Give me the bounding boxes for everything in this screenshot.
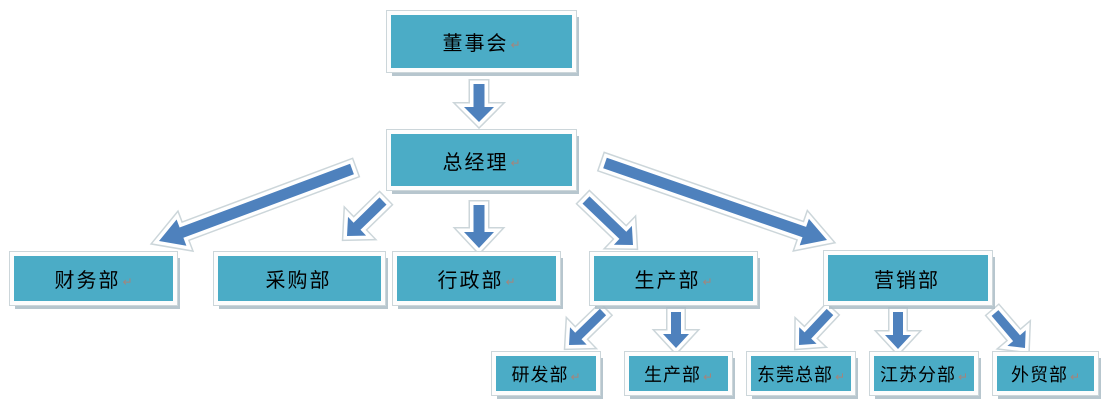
org-node-general-manager[interactable]: 总经理↵ xyxy=(387,130,576,190)
org-node-label: 采购部 xyxy=(265,270,332,292)
org-node-jiangsu-branch[interactable]: 江苏分部↵ xyxy=(870,352,978,395)
org-node-dongguan-hq[interactable]: 东莞总部↵ xyxy=(747,352,855,395)
org-node-production-dept[interactable]: 生产部↵ xyxy=(590,252,757,305)
org-node-board[interactable]: 董事会↵ xyxy=(387,11,576,72)
org-node-label: 生产部 xyxy=(634,270,701,292)
arrow-marketing-to-dongguan[interactable] xyxy=(793,301,841,351)
arrow-production-to-rnd[interactable] xyxy=(563,301,614,351)
org-node-purchasing-dept[interactable]: 采购部 xyxy=(214,252,385,305)
org-node-label: 生产部 xyxy=(643,364,701,385)
arrow-gm-to-purchasing[interactable] xyxy=(341,190,394,242)
paragraph-mark-icon: ↵ xyxy=(505,274,516,289)
paragraph-mark-icon: ↵ xyxy=(122,274,133,289)
arrow-marketing-to-jiangsu[interactable] xyxy=(873,307,923,357)
paragraph-mark-icon: ↵ xyxy=(957,369,969,384)
org-node-label: 营销部 xyxy=(874,269,940,292)
paragraph-mark-icon: ↵ xyxy=(570,369,581,384)
org-node-label: 行政部 xyxy=(437,270,504,292)
arrow-marketing-to-trade[interactable] xyxy=(984,303,1032,354)
arrow-gm-to-finance[interactable] xyxy=(149,157,361,253)
org-node-label: 研发部 xyxy=(511,364,569,385)
org-node-foreign-trade-dept[interactable]: 外贸部↵ xyxy=(993,352,1098,395)
org-node-label: 财务部 xyxy=(54,270,121,292)
paragraph-mark-icon: ↵ xyxy=(510,156,521,170)
paragraph-mark-icon: ↵ xyxy=(510,37,521,52)
arrow-board-to-gm[interactable] xyxy=(451,79,507,130)
arrow-gm-to-production[interactable] xyxy=(575,189,639,251)
paragraph-mark-icon: ↵ xyxy=(702,274,713,289)
org-node-production-sub-dept[interactable]: 生产部↵ xyxy=(625,352,732,395)
org-node-label: 总经理 xyxy=(442,151,509,174)
org-node-admin-dept[interactable]: 行政部↵ xyxy=(393,252,560,305)
arrow-gm-to-admin[interactable] xyxy=(452,200,506,256)
paragraph-mark-icon: ↵ xyxy=(702,369,714,384)
org-node-finance-dept[interactable]: 财务部↵ xyxy=(10,252,177,305)
org-node-label: 江苏分部 xyxy=(879,364,956,385)
arrow-production-to-production[interactable] xyxy=(651,307,701,356)
org-node-marketing-dept[interactable]: 营销部 xyxy=(824,251,992,305)
org-node-label: 董事会 xyxy=(442,33,509,55)
paragraph-mark-icon: ↵ xyxy=(1069,369,1081,384)
arrow-gm-to-marketing[interactable] xyxy=(596,151,837,252)
org-node-label: 东莞总部 xyxy=(756,364,833,385)
paragraph-mark-icon: ↵ xyxy=(834,369,846,384)
org-node-rnd-dept[interactable]: 研发部↵ xyxy=(492,352,600,395)
org-node-label: 外贸部 xyxy=(1010,364,1068,385)
